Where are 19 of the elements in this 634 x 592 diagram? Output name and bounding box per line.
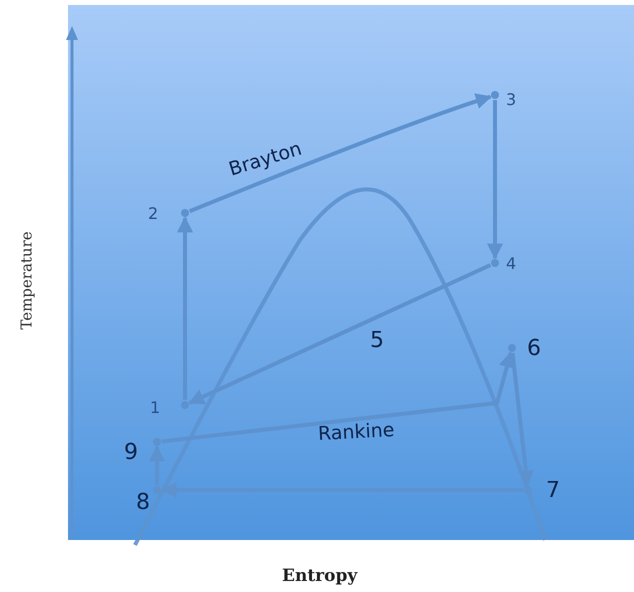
process-arrow xyxy=(487,100,503,260)
process-arrow xyxy=(510,352,534,487)
state-number: 2 xyxy=(148,206,158,222)
state-number: 1 xyxy=(150,400,160,416)
process-arrow xyxy=(162,351,515,444)
process-arrow xyxy=(177,216,193,400)
cycle-label: Brayton xyxy=(226,139,304,180)
cycle-label: Rankine xyxy=(318,421,395,444)
state-number: 8 xyxy=(136,492,150,514)
axis-title: Temperature xyxy=(20,231,35,330)
axis-title: Entropy xyxy=(282,568,358,585)
state-number: 7 xyxy=(546,480,560,502)
process-arrow xyxy=(188,263,492,405)
state-number: 9 xyxy=(124,442,138,464)
point-number: 5 xyxy=(370,330,384,352)
process-arrow xyxy=(188,94,492,214)
state-number: 4 xyxy=(506,256,516,272)
state-number: 3 xyxy=(506,92,516,108)
state-number: 6 xyxy=(527,338,541,360)
